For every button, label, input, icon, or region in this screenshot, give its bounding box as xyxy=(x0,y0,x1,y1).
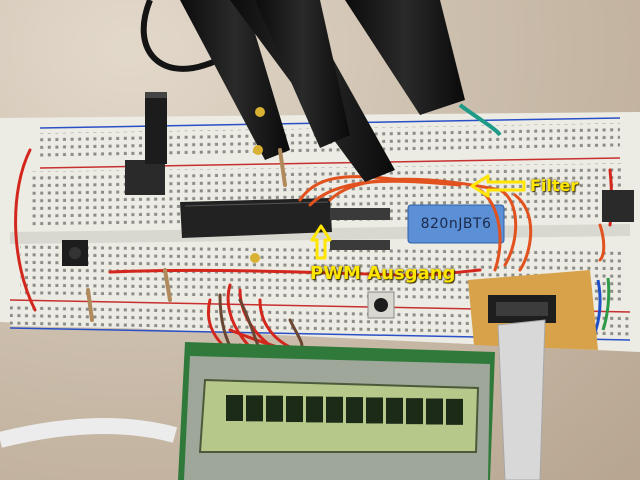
lcd-character-block xyxy=(386,397,403,424)
lcd-character-block xyxy=(306,396,323,423)
teal-wire xyxy=(458,103,502,137)
lcd-character-block xyxy=(226,395,243,421)
lcd-character-block xyxy=(326,396,343,423)
filter-label: Filter xyxy=(530,176,579,195)
green-wire xyxy=(601,277,611,331)
lcd-character-block xyxy=(446,398,463,425)
yellow-capacitors xyxy=(250,107,265,263)
lcd-character-block xyxy=(286,396,303,423)
lcd-character-block xyxy=(406,398,423,425)
capacitor-marking: 820nJBT6 xyxy=(420,216,492,232)
lcd-character-block xyxy=(426,398,443,425)
resistors xyxy=(86,148,287,322)
voltage-regulator xyxy=(602,190,634,222)
ribbon-cable xyxy=(497,319,546,480)
push-button-center xyxy=(367,291,395,319)
film-capacitor xyxy=(407,204,505,244)
header-pins xyxy=(330,208,390,250)
filter-arrow xyxy=(470,174,526,198)
lcd-character-block xyxy=(346,397,363,424)
lcd-character-block xyxy=(366,397,383,424)
push-button-left xyxy=(62,240,88,266)
lcd-segments xyxy=(226,395,463,425)
lcd-character-block xyxy=(246,395,263,422)
lcd-character-block xyxy=(266,395,283,422)
pwm-output-label: PWM Ausgang xyxy=(310,263,456,284)
usb-cable xyxy=(0,417,178,448)
microcontroller-chip xyxy=(180,198,332,238)
oscilloscope-probes xyxy=(180,0,465,182)
pwm-arrow xyxy=(310,224,332,260)
potentiometer xyxy=(125,92,167,195)
